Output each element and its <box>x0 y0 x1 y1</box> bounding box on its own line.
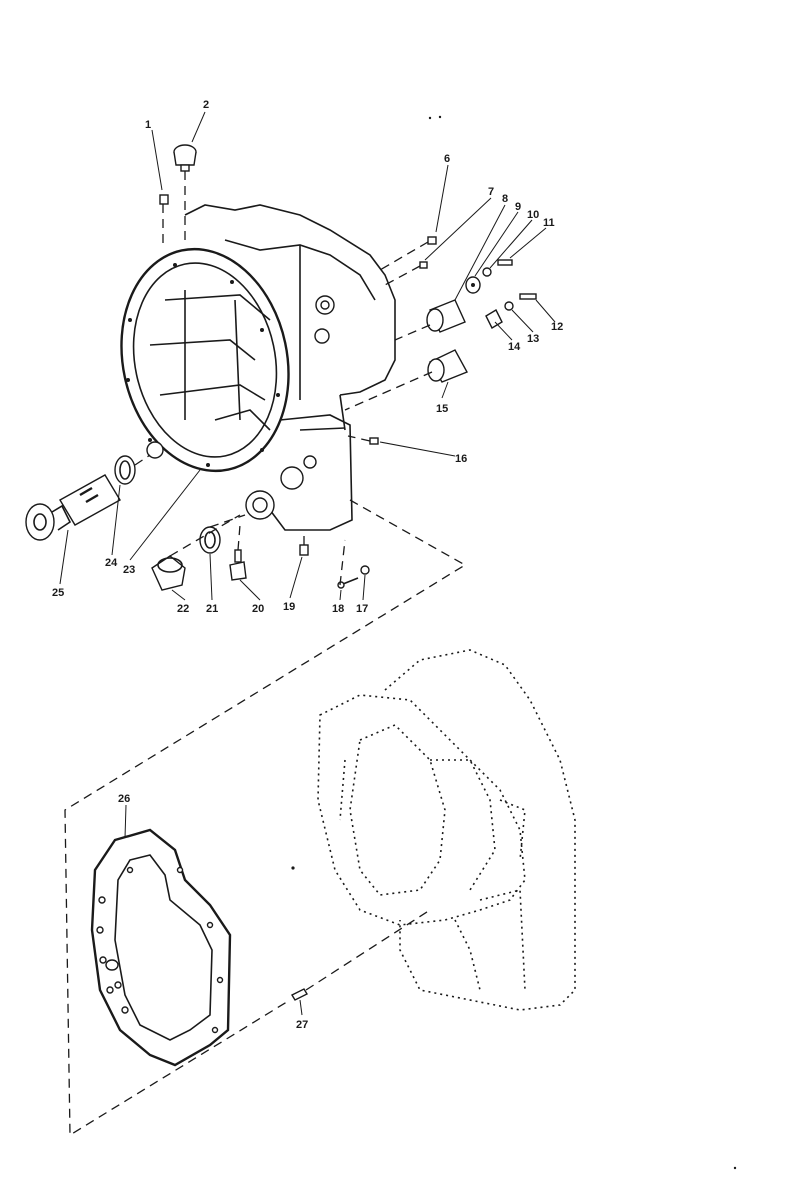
callout-10: 10 <box>527 209 539 221</box>
callout-16: 16 <box>455 453 467 465</box>
part-8-bushing <box>426 299 466 333</box>
callout-labels: 1 2 6 7 8 9 10 11 12 13 14 15 16 17 18 1… <box>52 99 563 1031</box>
callout-14: 14 <box>508 341 521 353</box>
callout-24: 24 <box>105 557 118 569</box>
callout-15: 15 <box>436 403 448 415</box>
part-22-plug <box>151 555 186 591</box>
part-19-plug <box>299 544 309 556</box>
callout-leaders <box>59 111 556 1016</box>
callout-13: 13 <box>527 333 539 345</box>
callout-7: 7 <box>488 186 494 198</box>
part-25-filter-element <box>25 474 121 541</box>
part-21-seal-ring <box>199 526 221 554</box>
parts-9-10-11-washer-bolt <box>465 259 513 294</box>
callout-9: 9 <box>515 201 521 213</box>
parts-17-18-screw-washer <box>337 565 370 589</box>
callout-27: 27 <box>296 1019 308 1031</box>
assembly-leaders-upper <box>64 171 467 1137</box>
callout-8: 8 <box>502 193 508 205</box>
part-24-o-ring <box>114 455 136 485</box>
callout-17: 17 <box>356 603 368 615</box>
callout-21: 21 <box>206 603 218 615</box>
callout-22: 22 <box>177 603 189 615</box>
callout-20: 20 <box>252 603 264 615</box>
callout-25: 25 <box>52 587 64 599</box>
part-16-pin <box>369 437 379 445</box>
scan-specks <box>291 115 737 1170</box>
part-20-fitting <box>229 549 247 581</box>
callout-11: 11 <box>543 217 555 229</box>
part-27-dowel-pin <box>291 909 431 1001</box>
callout-6: 6 <box>444 153 450 165</box>
part-15-bushing <box>427 349 468 383</box>
callout-12: 12 <box>551 321 563 333</box>
callout-26: 26 <box>118 793 130 805</box>
parts-12-13-14-washer-bolt <box>485 293 537 329</box>
part-1-plug <box>159 194 169 205</box>
flywheel-housing <box>120 204 396 531</box>
callout-2: 2 <box>203 99 209 111</box>
parts-6-7-dowels <box>419 236 437 269</box>
transmission-case-phantom <box>317 649 576 1011</box>
callout-23: 23 <box>123 564 135 576</box>
callout-18: 18 <box>332 603 344 615</box>
callout-19: 19 <box>283 601 295 613</box>
part-26-gasket <box>90 828 232 1067</box>
callout-1: 1 <box>145 119 151 131</box>
part-2-breather-cap <box>173 144 197 172</box>
